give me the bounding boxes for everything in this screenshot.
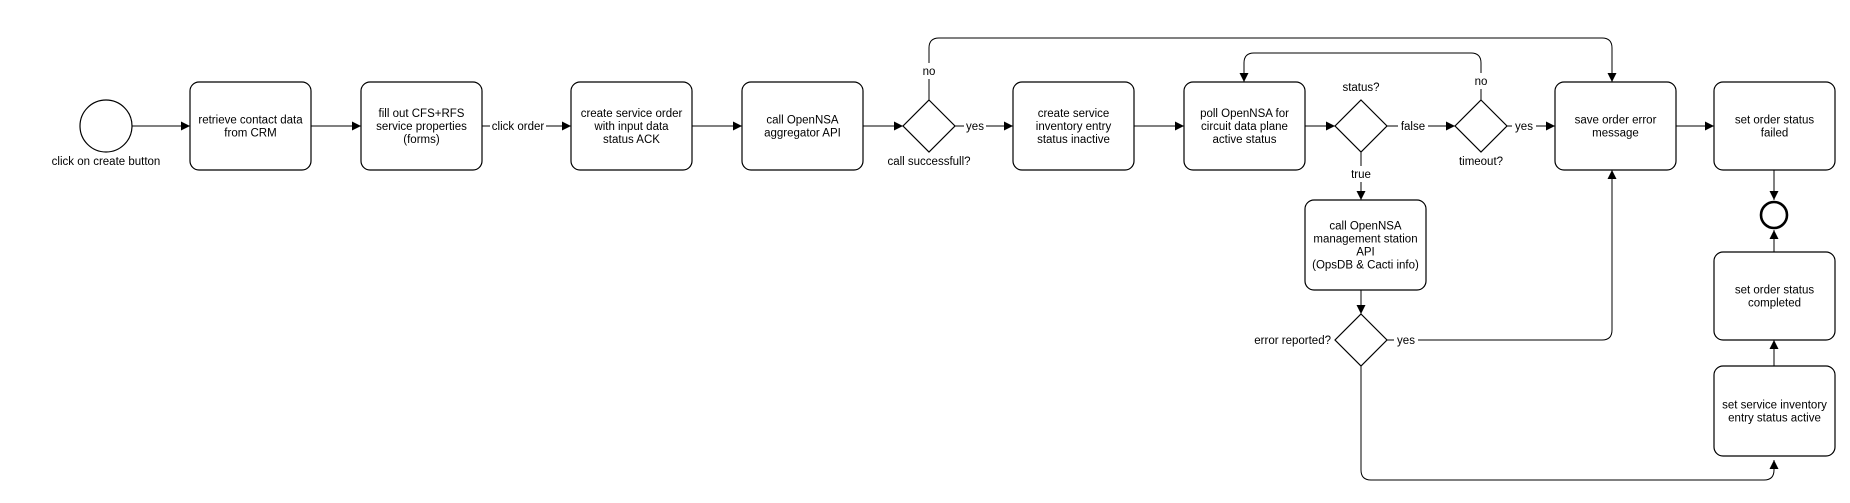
label-line: entry status active (1728, 413, 1821, 425)
edge-label-timeout-no: no (1475, 76, 1488, 88)
label-line: active status (1213, 134, 1277, 146)
task-create-inventory-entry (1012, 81, 1135, 171)
nodes: click on create button retrieve contact … (52, 81, 1836, 457)
edge-label-click-order: click order (492, 121, 545, 133)
label-line: inventory entry (1036, 121, 1112, 133)
label-line: failed (1761, 128, 1789, 140)
label-line: set service inventory (1722, 400, 1827, 412)
label-line: call OpenNSA (766, 115, 839, 127)
end-event (1759, 200, 1789, 230)
edge-label-timeout-yes: yes (1515, 121, 1533, 133)
label-line: poll OpenNSA for (1200, 108, 1289, 120)
edge-error-yes-save-error (1387, 170, 1617, 341)
gateway-timeout (1454, 99, 1508, 153)
task-set-status-failed (1713, 81, 1836, 171)
task-set-status-completed (1713, 251, 1836, 341)
label-line: set order status (1735, 115, 1815, 127)
gateway-timeout-label: timeout? (1459, 156, 1503, 168)
start-event-label: click on create button (52, 156, 161, 168)
label-line: status ACK (603, 134, 660, 146)
gateway-call-successful (902, 99, 956, 153)
label-line: call OpenNSA (1329, 221, 1402, 233)
edge-label-call-no: no (923, 66, 936, 78)
edge-timeout-no-poll (1239, 52, 1482, 100)
gateway-error-reported (1334, 313, 1388, 367)
label-line: (OpsDB & Cacti info) (1312, 260, 1419, 272)
gateway-status (1334, 99, 1388, 153)
label-line: message (1592, 128, 1639, 140)
label-line: service properties (376, 121, 467, 133)
label-line: aggregator API (764, 128, 841, 140)
task-save-order-error (1554, 81, 1677, 171)
task-fill-out-properties (360, 81, 483, 171)
task-call-aggregator-api (741, 81, 864, 171)
label-line: from CRM (224, 128, 276, 140)
edge-label-call-yes: yes (966, 121, 984, 133)
edge-label-error-yes: yes (1397, 335, 1415, 347)
edge-label-status-false: false (1401, 121, 1425, 133)
label-line: status inactive (1037, 134, 1110, 146)
label-line: save order error (1575, 115, 1657, 127)
edge-gateway-no-save-error (928, 37, 1617, 100)
label-line: create service order (581, 108, 683, 120)
label-line: retrieve contact data (198, 115, 303, 127)
edge-label-status-true: true (1351, 169, 1371, 181)
label-line: with input data (593, 121, 669, 133)
task-retrieve-contact-data (189, 81, 312, 171)
task-call-management-api (1304, 199, 1427, 291)
label-line: API (1356, 247, 1375, 259)
start-event (79, 99, 133, 153)
task-poll-opennsa (1183, 81, 1306, 171)
label-line: completed (1748, 298, 1801, 310)
gateway-status-label: status? (1342, 82, 1379, 94)
task-set-inventory-active (1713, 365, 1836, 457)
label-line: (forms) (403, 134, 440, 146)
gateway-error-reported-label: error reported? (1254, 335, 1331, 347)
label-line: management station (1313, 234, 1417, 246)
label-line: fill out CFS+RFS (379, 108, 465, 120)
label-line: circuit data plane (1201, 121, 1288, 133)
gateway-call-successful-label: call successfull? (887, 156, 970, 168)
edge-error-no-set-active (1360, 366, 1779, 481)
label-line: set order status (1735, 285, 1815, 297)
label-line: create service (1038, 108, 1110, 120)
task-create-service-order (570, 81, 693, 171)
edge-labels: click order yes no false true yes no yes (490, 63, 1536, 348)
